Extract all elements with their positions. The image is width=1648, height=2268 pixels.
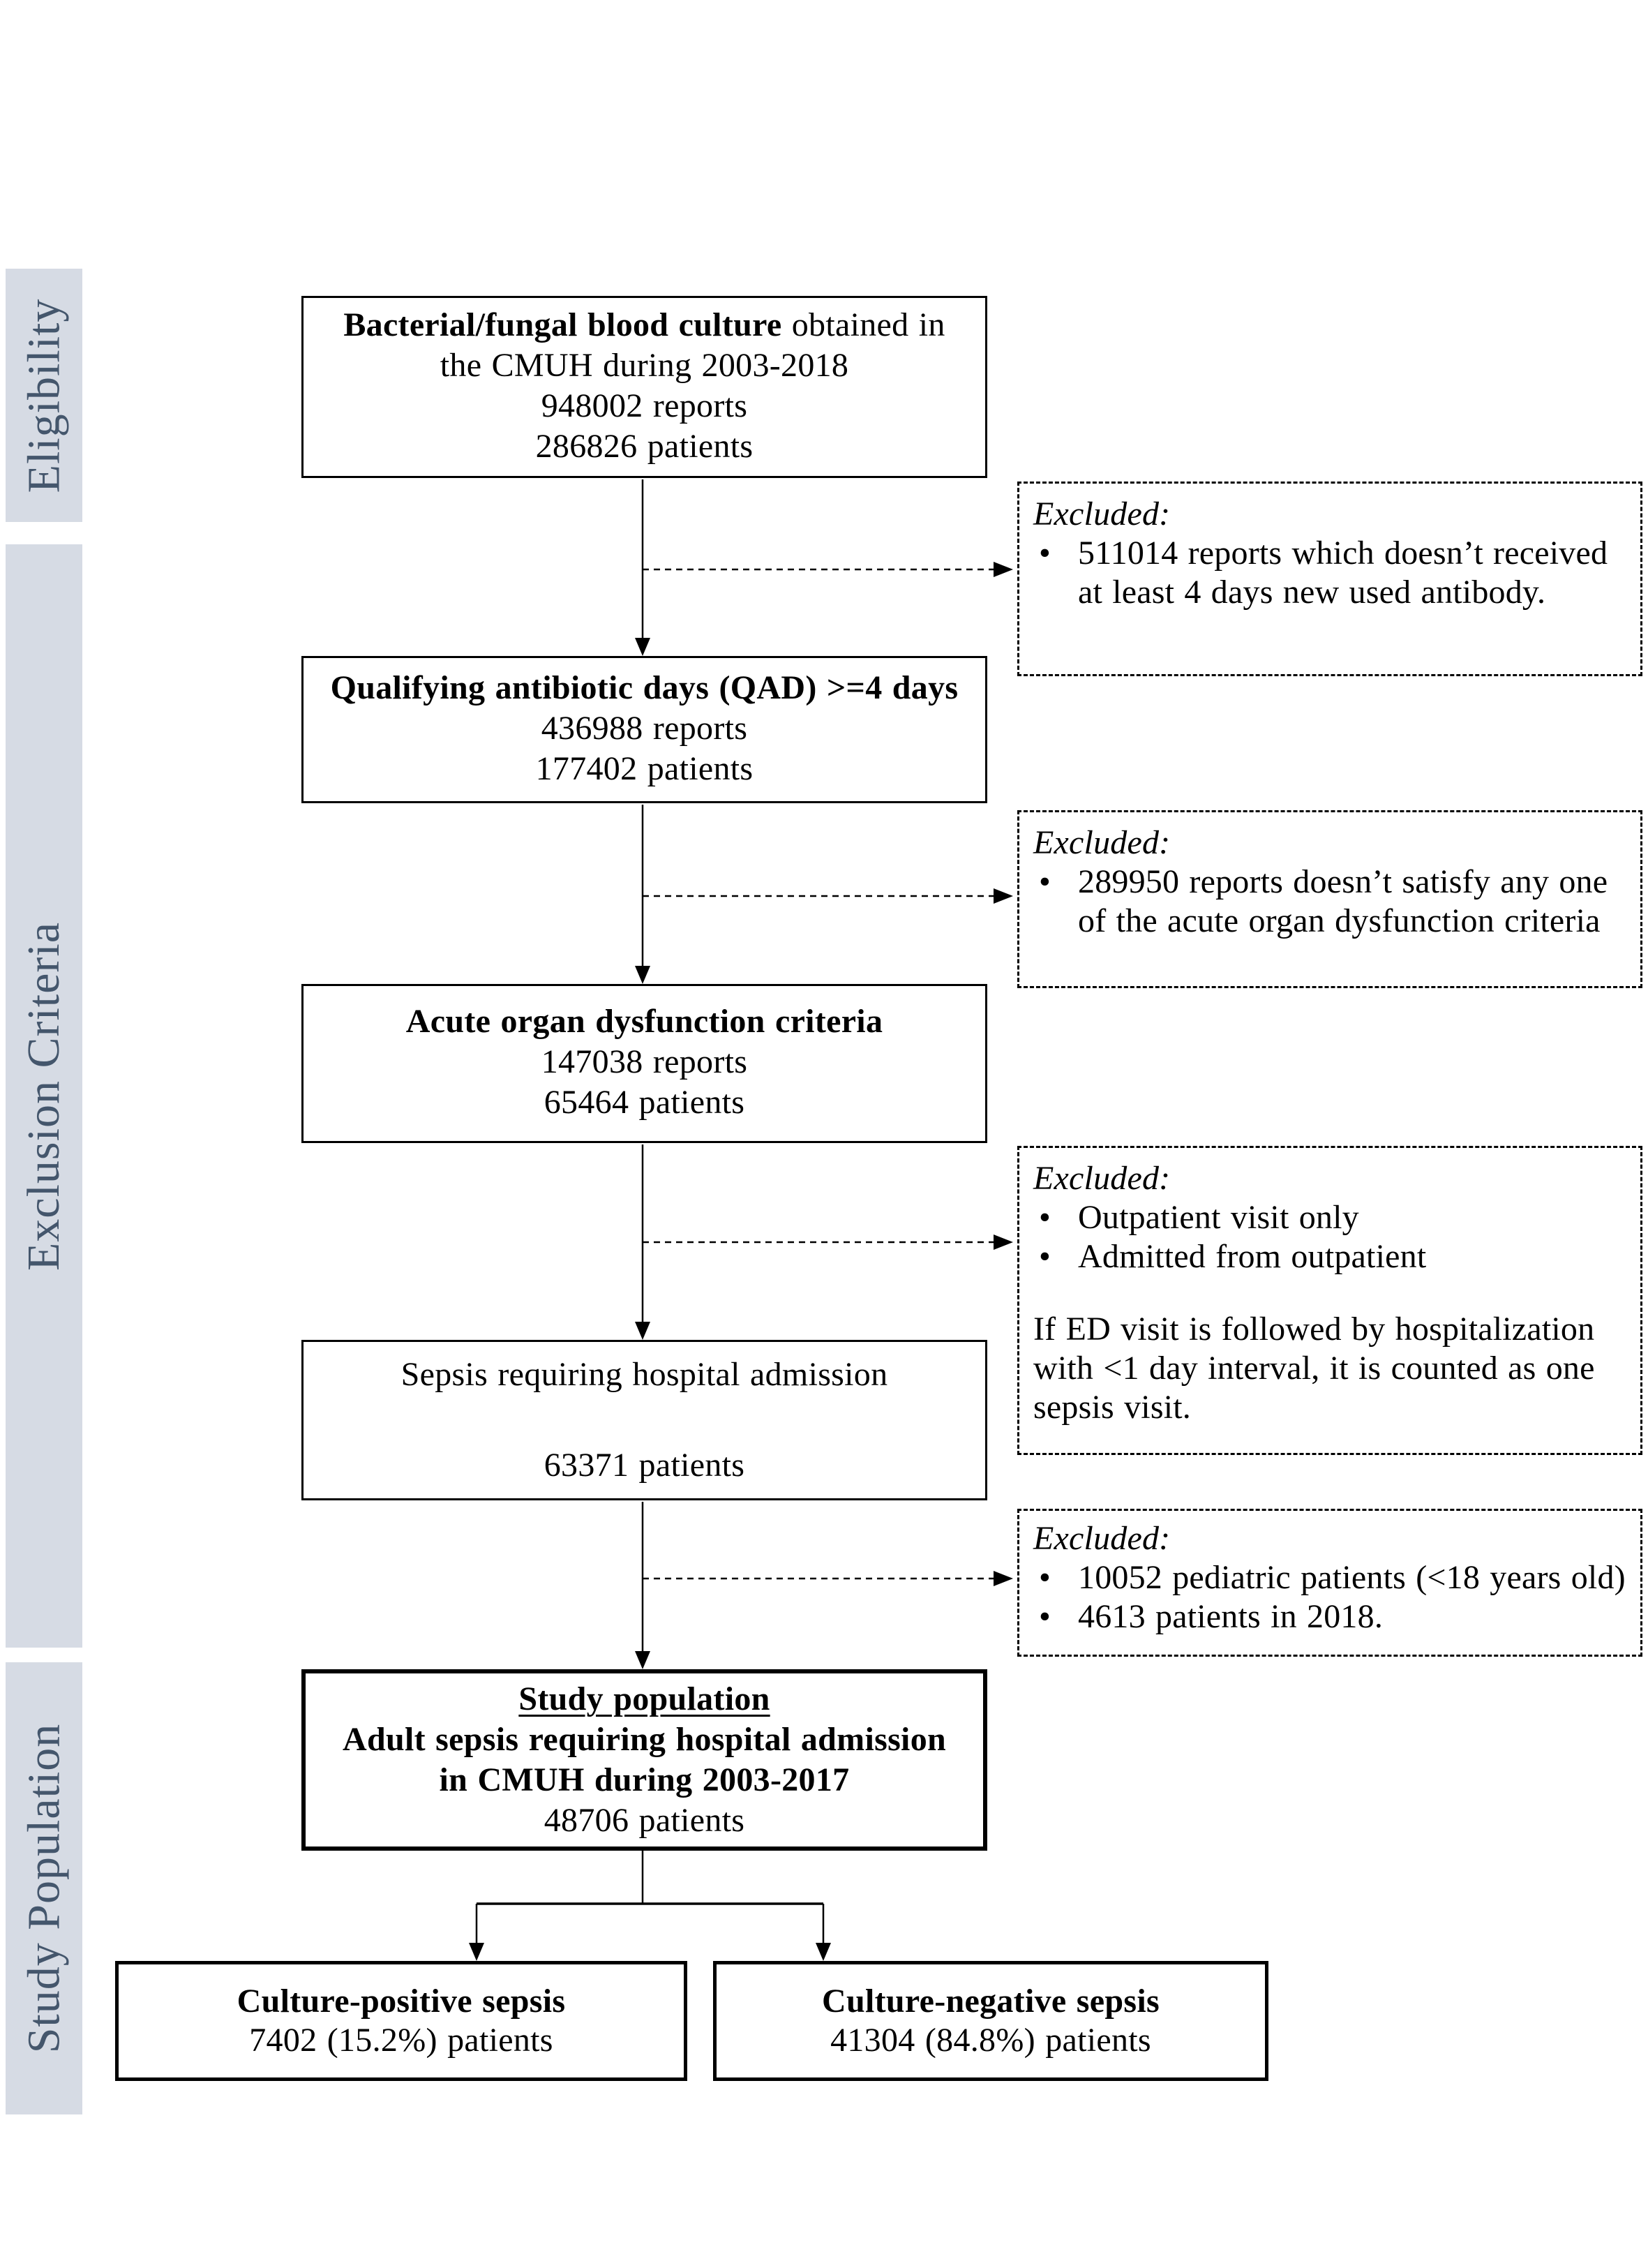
phase-label-study-population: Study Population — [18, 1723, 69, 2054]
phase-label-eligibility: Eligibility — [18, 298, 69, 493]
phase-band-study-population: Study Population — [6, 1662, 82, 2114]
box-patients-count: 7402 (15.2%) patients — [249, 2022, 553, 2059]
arrow-box3-to-box4 — [635, 1144, 650, 1340]
box-title: Culture-negative sepsis — [821, 1983, 1160, 2020]
excluded-bullet-text: Admitted from outpatient — [1078, 1238, 1427, 1275]
phase-label-exclusion-criteria: Exclusion Criteria — [18, 921, 70, 1271]
box-title: Culture-positive sepsis — [237, 1983, 566, 2020]
flow-box-organ-dysfunction: Acute organ dysfunction criteria 147038 … — [301, 984, 987, 1143]
excluded-bullet-text: 511014 reports which doesn’t received at… — [1078, 535, 1608, 611]
excluded-bullet-text: Outpatient visit only — [1078, 1199, 1359, 1236]
box-patients-count: 177402 patients — [535, 750, 754, 787]
arrow-box1-to-box2 — [635, 479, 650, 656]
excluded-note: If ED visit is followed by hospitalizati… — [1033, 1311, 1595, 1426]
excluded-bullet-text: 289950 reports doesn’t satisfy any one o… — [1078, 863, 1608, 939]
box-title: Acute organ dysfunction criteria — [405, 1003, 883, 1040]
box-title: Sepsis requiring hospital admission — [400, 1356, 888, 1393]
excluded-box-1: Excluded: • 511014 reports which doesn’t… — [1017, 482, 1642, 676]
box-reports-count: 147038 reports — [541, 1043, 748, 1080]
excluded-bullet-text: 10052 pediatric patients (<18 years old) — [1078, 1559, 1626, 1596]
box-patients-count: 286826 patients — [535, 428, 754, 465]
excluded-bullet-item: • Admitted from outpatient — [1033, 1237, 1631, 1276]
dashed-arrow-excluded-3 — [643, 1234, 1013, 1250]
box-title-rest: obtained in — [781, 306, 945, 343]
box-title: Qualifying antibiotic days (QAD) >=4 day… — [330, 669, 959, 706]
flow-box-culture-negative: Culture-negative sepsis 41304 (84.8%) pa… — [713, 1961, 1268, 2081]
excluded-box-2: Excluded: • 289950 reports doesn’t satis… — [1017, 810, 1642, 988]
box-line: Adult sepsis requiring hospital admissio… — [343, 1721, 946, 1758]
excluded-bullet-text: 4613 patients in 2018. — [1078, 1598, 1384, 1635]
flow-box-qad: Qualifying antibiotic days (QAD) >=4 day… — [301, 656, 987, 803]
box-reports-count: 948002 reports — [541, 387, 748, 424]
box-title: Study population — [518, 1680, 770, 1717]
excluded-bullet-item: • 289950 reports doesn’t satisfy any one… — [1033, 863, 1631, 941]
bullet-icon: • — [1039, 1598, 1051, 1635]
excluded-label: Excluded: — [1033, 824, 1171, 861]
flow-box-culture-positive: Culture-positive sepsis 7402 (15.2%) pat… — [115, 1961, 687, 2081]
bullet-icon: • — [1039, 863, 1051, 900]
box-patients-count: 48706 patients — [544, 1802, 745, 1839]
flow-box-sepsis-admission: Sepsis requiring hospital admission 6337… — [301, 1340, 987, 1500]
box-line: the CMUH during 2003-2018 — [440, 347, 849, 384]
excluded-bullet-item: • 10052 pediatric patients (<18 years ol… — [1033, 1558, 1631, 1597]
box-line: in CMUH during 2003-2017 — [439, 1761, 850, 1798]
excluded-label: Excluded: — [1033, 1520, 1171, 1557]
bullet-icon: • — [1039, 1559, 1051, 1596]
flow-box-blood-culture: Bacterial/fungal blood culture obtained … — [301, 296, 987, 478]
box-reports-count: 436988 reports — [541, 710, 748, 747]
box-patients-count: 63371 patients — [544, 1447, 745, 1484]
dashed-arrow-excluded-2 — [643, 888, 1013, 904]
split-connector-to-bottom-boxes — [469, 1851, 831, 1961]
box-line: Bacterial/fungal blood culture obtained … — [304, 305, 985, 345]
arrow-box2-to-box3 — [635, 805, 650, 984]
box-title: Bacterial/fungal blood culture — [343, 306, 782, 343]
spacer — [304, 1395, 985, 1445]
flow-box-study-population: Study population Adult sepsis requiring … — [301, 1669, 987, 1851]
box-patients-count: 41304 (84.8%) patients — [830, 2022, 1151, 2059]
excluded-label: Excluded: — [1033, 495, 1171, 532]
excluded-box-4: Excluded: • 10052 pediatric patients (<1… — [1017, 1509, 1642, 1657]
bullet-icon: • — [1039, 1199, 1051, 1236]
excluded-bullet-item: • 511014 reports which doesn’t received … — [1033, 534, 1631, 612]
excluded-box-3: Excluded: • Outpatient visit only • Admi… — [1017, 1146, 1642, 1455]
bullet-icon: • — [1039, 535, 1051, 572]
dashed-arrow-excluded-4 — [643, 1571, 1013, 1586]
excluded-bullet-item: • 4613 patients in 2018. — [1033, 1597, 1631, 1636]
excluded-bullet-item: • Outpatient visit only — [1033, 1198, 1631, 1237]
excluded-label: Excluded: — [1033, 1160, 1171, 1197]
box-patients-count: 65464 patients — [544, 1084, 745, 1121]
phase-band-eligibility: Eligibility — [6, 269, 82, 522]
phase-band-exclusion-criteria: Exclusion Criteria — [6, 544, 82, 1648]
dashed-arrow-excluded-1 — [643, 562, 1013, 577]
bullet-icon: • — [1039, 1238, 1051, 1275]
arrow-box4-to-box5 — [635, 1502, 650, 1669]
